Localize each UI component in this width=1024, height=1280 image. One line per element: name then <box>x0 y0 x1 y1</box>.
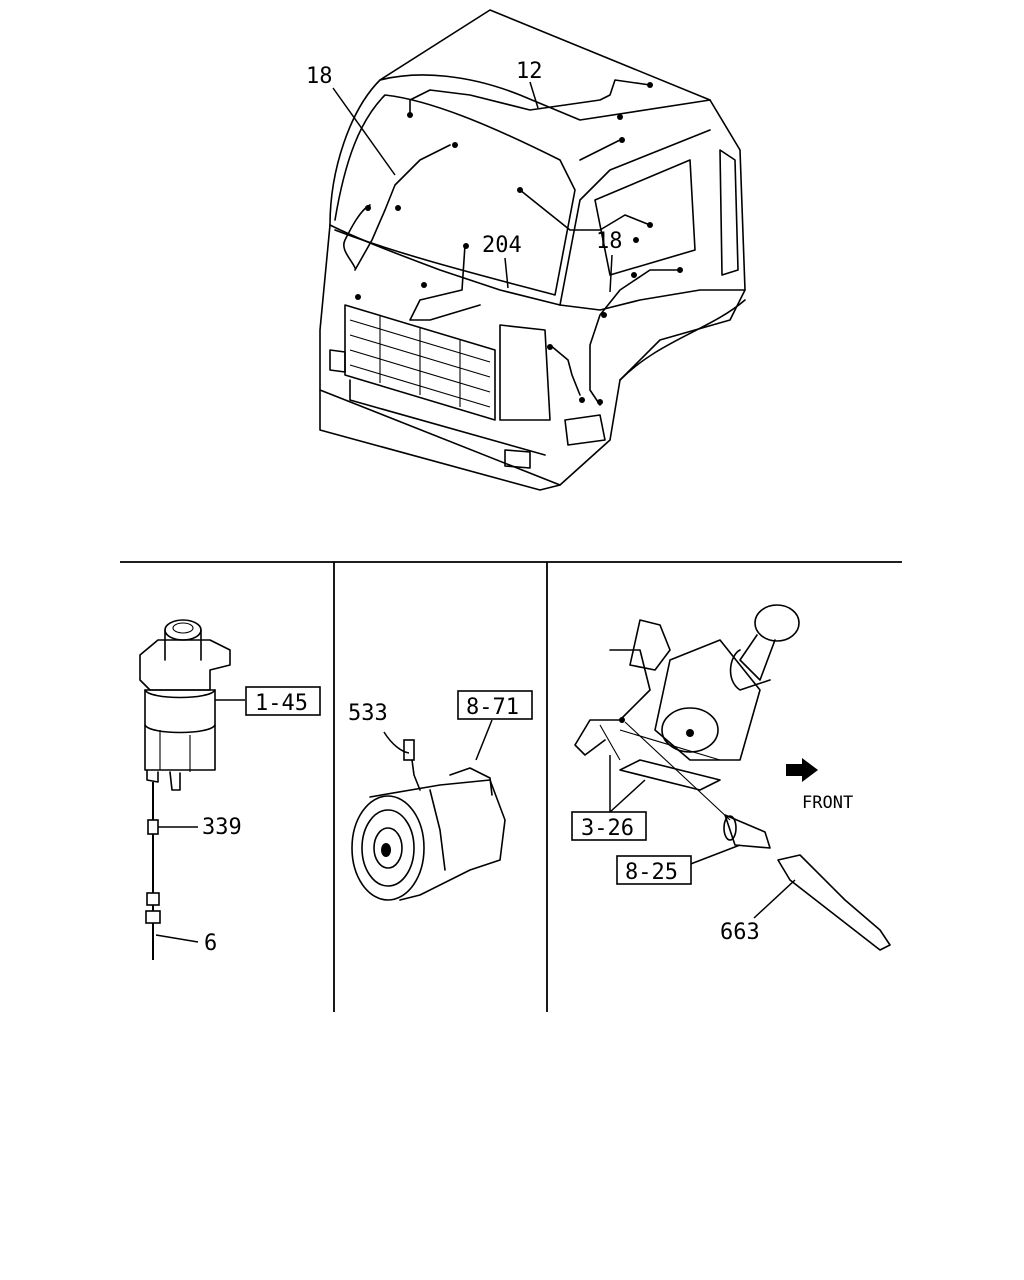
pump-assembly-illustration <box>574 604 891 951</box>
callout-fuel-filter: 1-45 <box>255 691 308 716</box>
callout-compressor: 8-71 <box>466 695 519 720</box>
ac-compressor-illustration <box>351 719 506 901</box>
callout-switch: 8-25 <box>625 860 678 885</box>
callout-box-pump <box>571 811 647 841</box>
fuel-filter-illustration <box>139 619 245 960</box>
callout-pump: 3-26 <box>581 816 634 841</box>
callout-cab-harness-roof: 12 <box>516 59 543 84</box>
front-direction-label: FRONT <box>802 793 853 813</box>
callout-cab-harness-right: 18 <box>596 229 623 254</box>
callout-cab-harness-dash: 204 <box>482 233 522 258</box>
callout-compressor-harness: 533 <box>348 701 388 726</box>
callout-box-fuel-filter <box>245 686 321 716</box>
callout-switch-connector: 663 <box>720 920 760 945</box>
callout-fuel-filter-clip: 339 <box>202 815 242 840</box>
callout-box-switch <box>616 855 692 885</box>
truck-cab-illustration <box>319 9 746 491</box>
front-arrow-icon <box>786 758 818 782</box>
callout-cab-harness-left: 18 <box>306 64 333 89</box>
callout-box-compressor <box>457 690 533 720</box>
callout-fuel-filter-wire: 6 <box>204 931 217 956</box>
